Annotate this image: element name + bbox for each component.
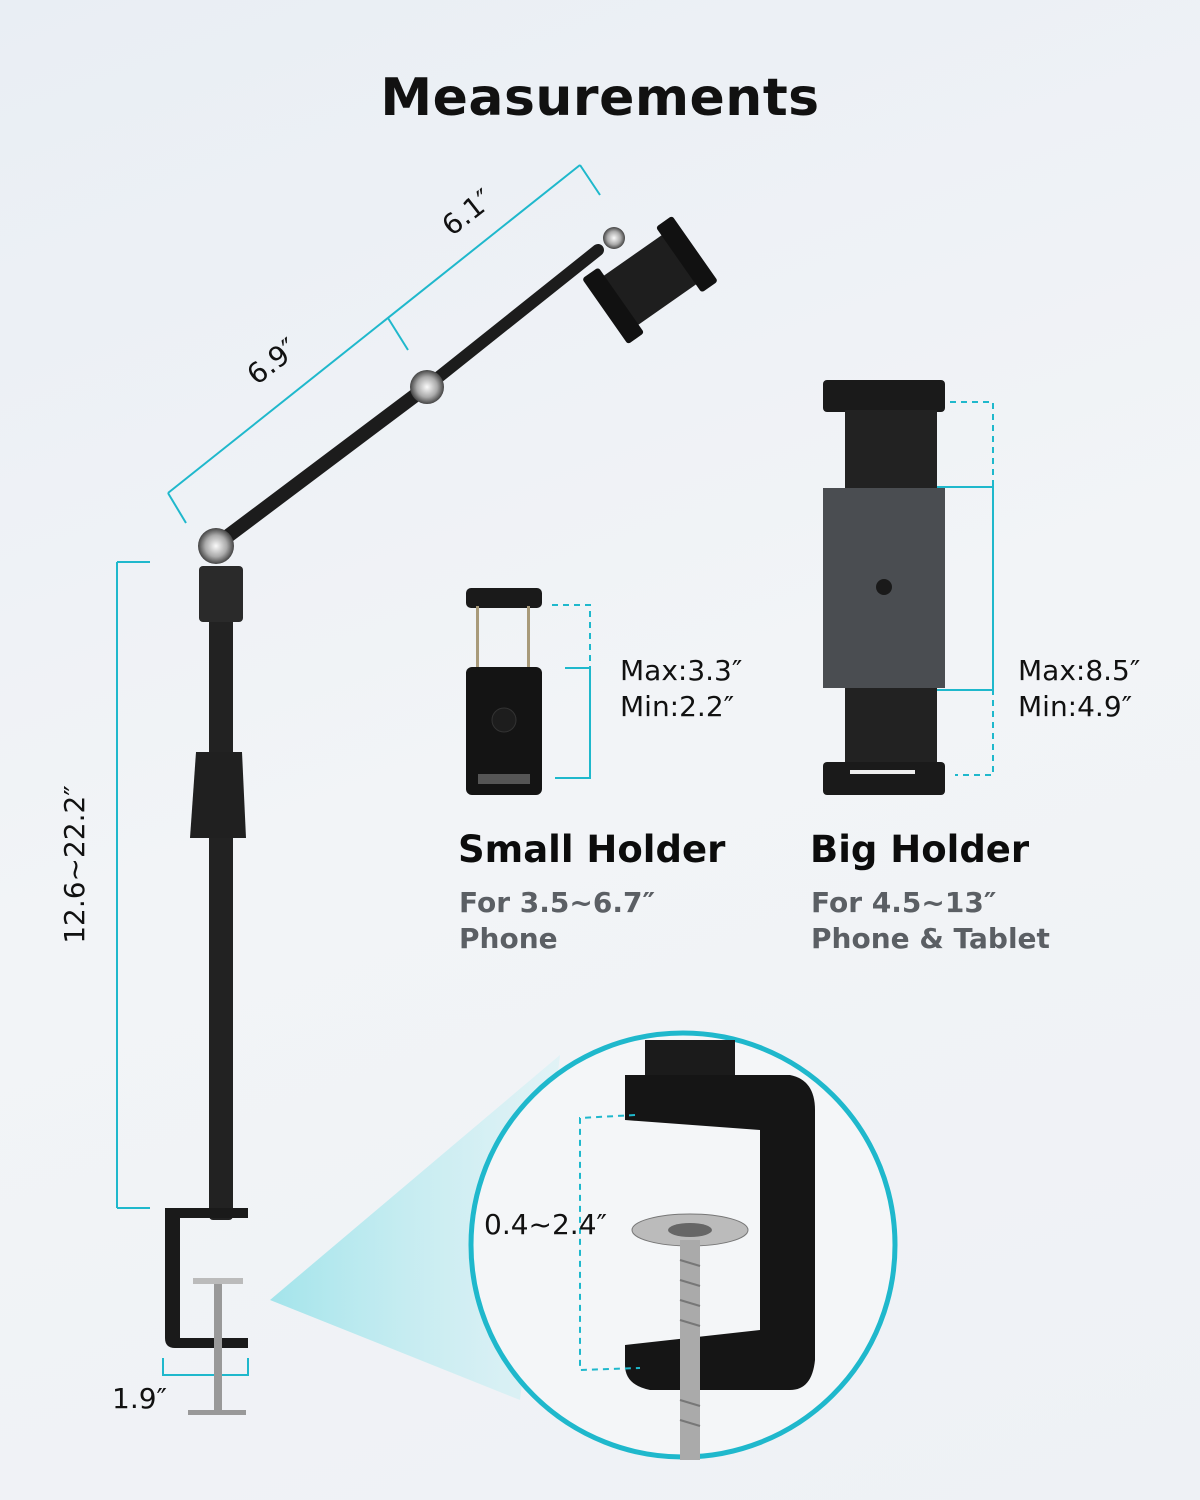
big-holder-desc-2: Phone & Tablet xyxy=(811,922,1050,955)
zoomed-clamp xyxy=(625,1040,815,1460)
dimension-lines xyxy=(116,164,994,1376)
big-holder-image xyxy=(823,380,945,795)
big-holder-title: Big Holder xyxy=(810,828,1030,871)
big-holder-desc-1: For 4.5~13″ xyxy=(811,886,997,919)
small-holder-min: Min:2.2″ xyxy=(620,690,735,723)
page-title: Measurements xyxy=(380,68,820,128)
small-holder-title: Small Holder xyxy=(458,828,726,871)
stand xyxy=(165,216,717,1415)
clamp-opening-dimension xyxy=(579,1114,641,1372)
pole-height-label: 12.6~22.2″ xyxy=(57,785,91,944)
big-holder-max: Max:8.5″ xyxy=(1018,654,1141,687)
small-holder-desc-1: For 3.5~6.7″ xyxy=(459,886,655,919)
clamp-base-width-label: 1.9″ xyxy=(112,1382,167,1415)
small-holder-desc-2: Phone xyxy=(459,922,558,955)
clamp-opening-label: 0.4~2.4″ xyxy=(484,1208,607,1241)
big-holder-min: Min:4.9″ xyxy=(1018,690,1133,723)
small-holder-max: Max:3.3″ xyxy=(620,654,743,687)
small-holder-image xyxy=(466,588,542,795)
